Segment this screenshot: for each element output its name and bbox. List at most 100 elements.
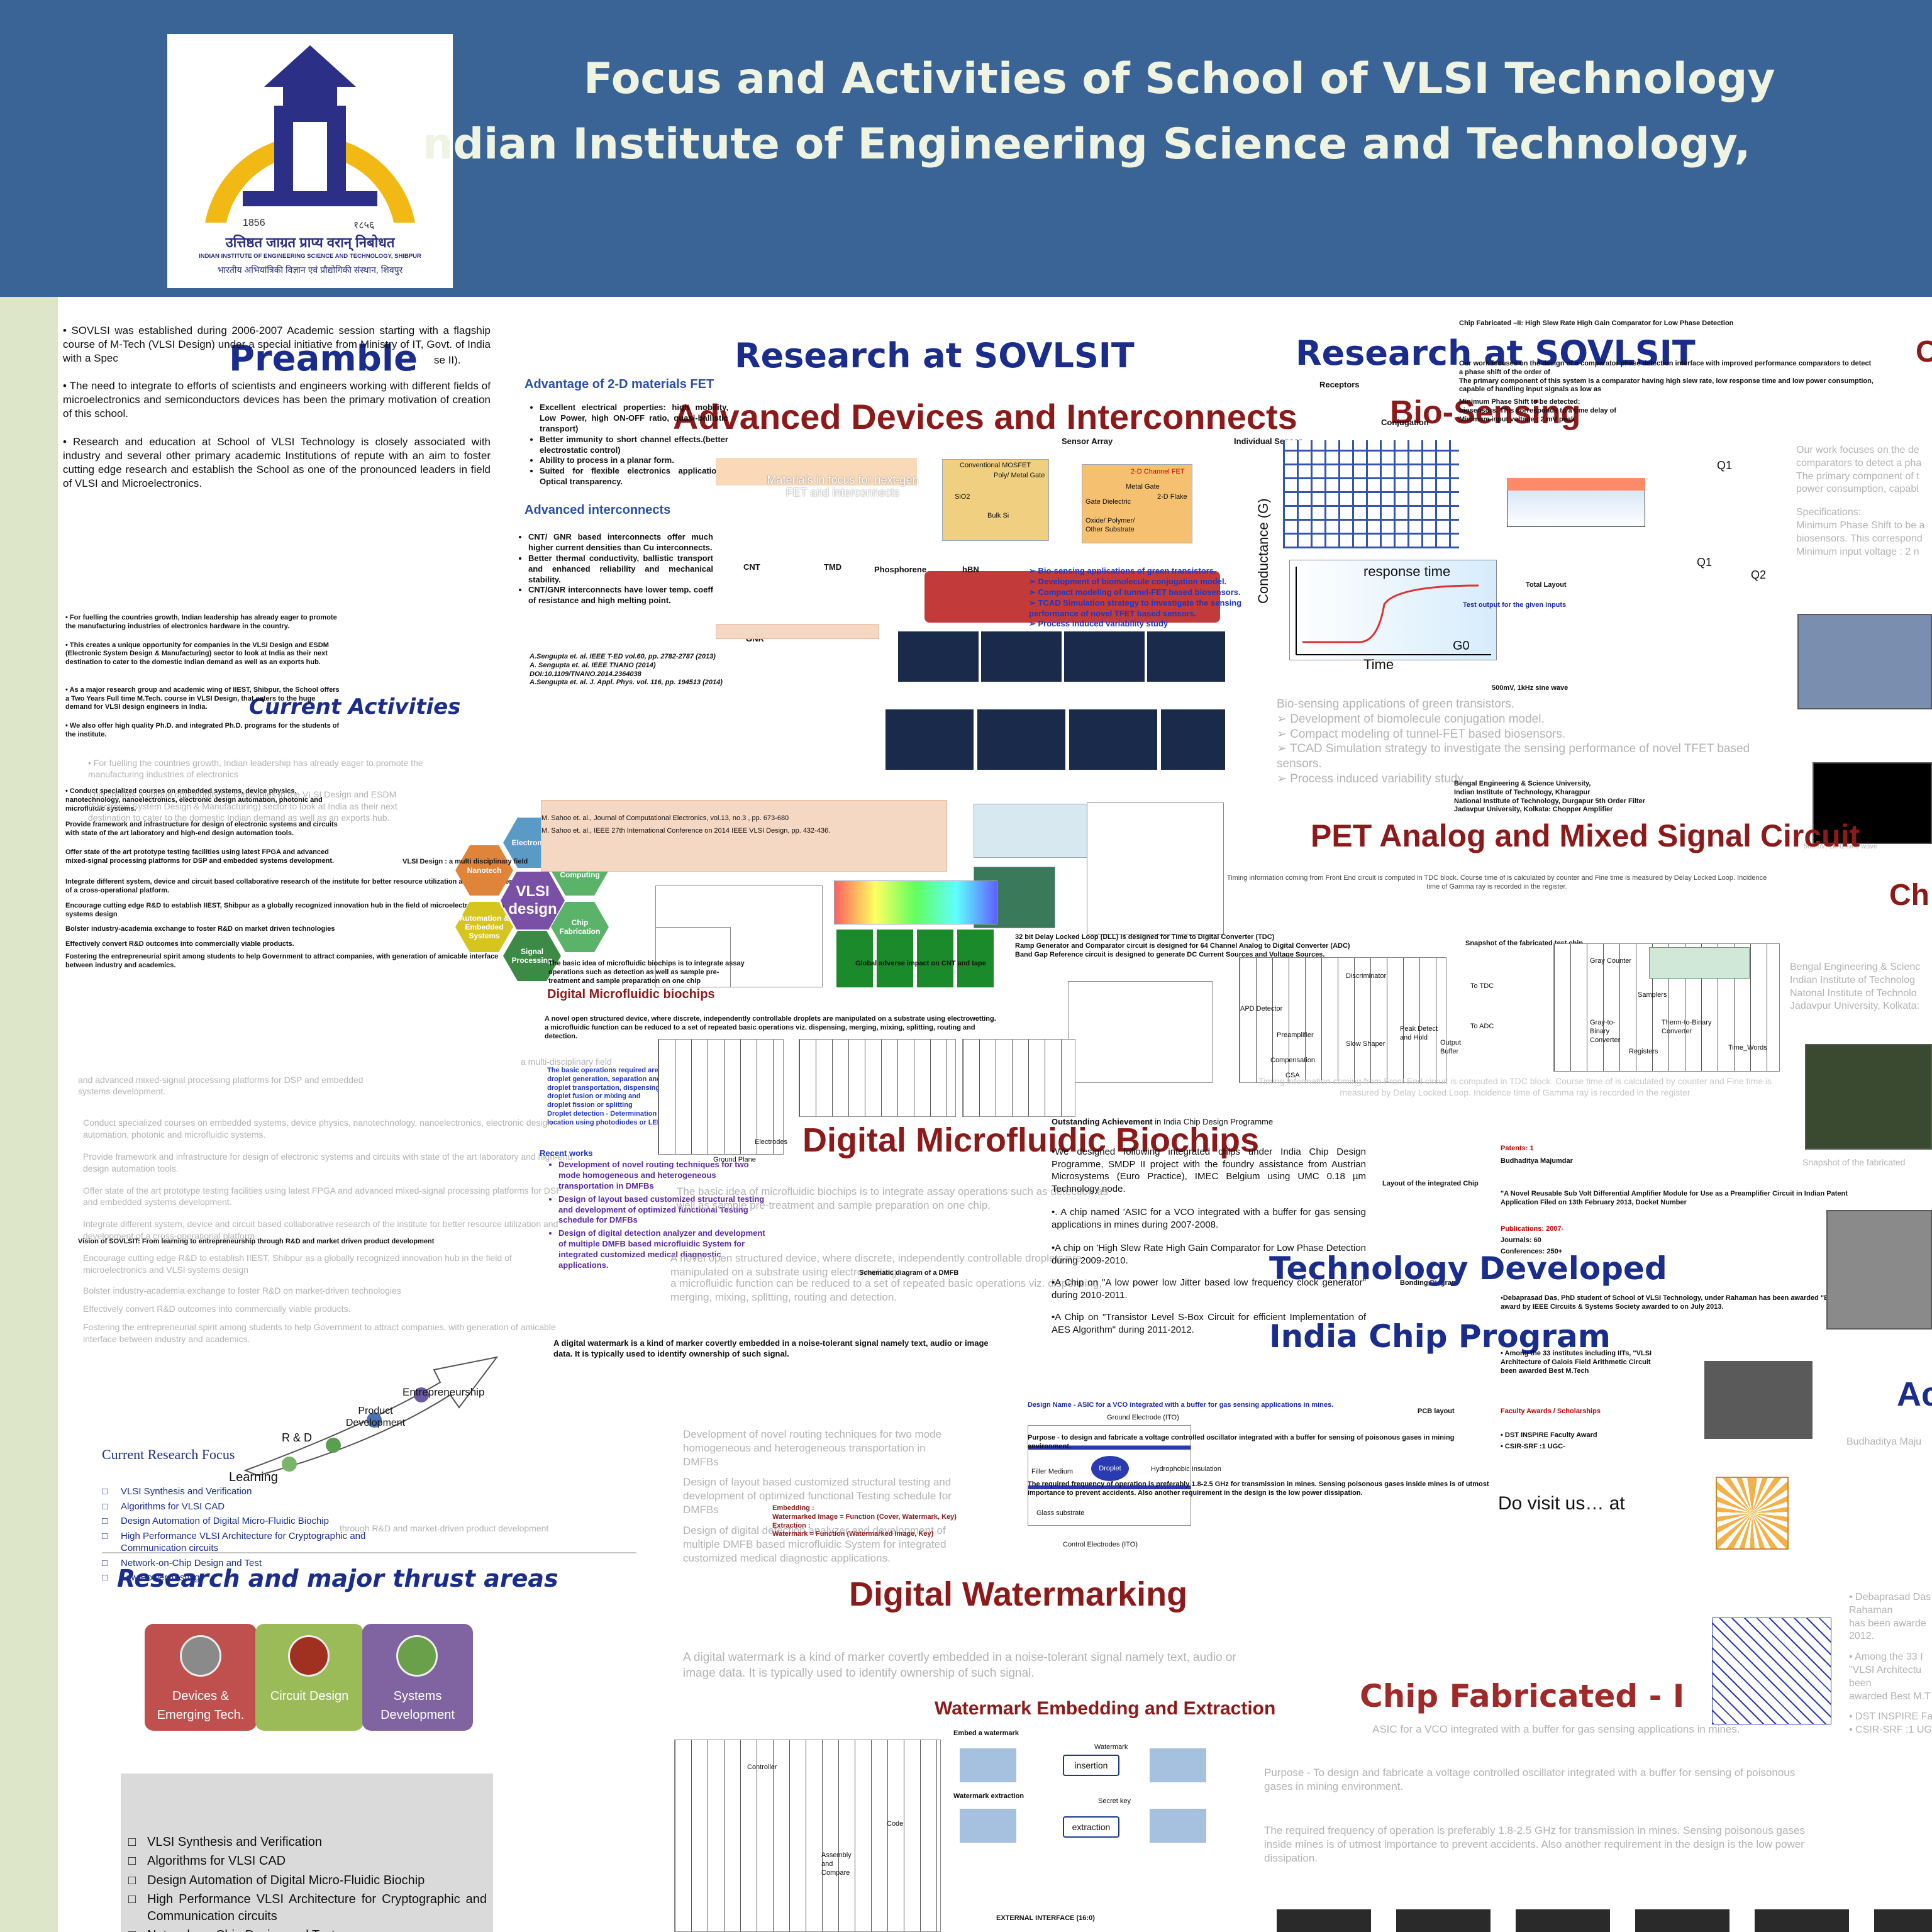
pet-chip-photo — [1805, 1044, 1932, 1150]
activity-item: • This creates a unique opportunity for … — [65, 641, 329, 667]
fet-label: Poly/ Metal Gate — [994, 472, 1045, 479]
fet-label: Bulk Si — [987, 512, 1009, 519]
material-hbn: hBN — [962, 565, 979, 574]
g0-label: G0 — [1453, 639, 1470, 653]
ghost-line: Bolster industry-academia exchange to fo… — [83, 1285, 401, 1296]
ghost-line: 2012. — [1849, 1631, 1875, 1642]
activity-item: • Conduct specialized courses on embedde… — [65, 787, 323, 813]
chip-i-frequency: The required frequency of operation is p… — [1264, 1824, 1805, 1865]
publications-title: Publications: 2007- — [1501, 1225, 1564, 1233]
dmfb-recent-item: Development of novel routing techniques … — [558, 1160, 772, 1192]
interconnects-list: CNT/ GNR based interconnects offer much … — [528, 532, 713, 606]
thrust-item: Algorithms for VLSI CAD — [128, 1853, 487, 1870]
material-tmd: TMD — [824, 562, 842, 572]
dmfb-basic-item: droplet transportation, dispensing and — [547, 1084, 674, 1092]
logo-year-left: 1856 — [243, 218, 265, 228]
materials-title: Materials in focus for next-gen FET and … — [767, 474, 919, 499]
transport-plot-2 — [655, 927, 731, 987]
fet-advantage: Suited for flexible electronics applicat… — [540, 466, 728, 487]
ghost-line: ➢ Development of biomolecule conjugation… — [1277, 712, 1545, 726]
right-edge-c: C — [1916, 335, 1932, 369]
ghost-line: • CSIR-SRF :1 UG — [1849, 1724, 1932, 1736]
electrode-label: Filler Medium — [1031, 1468, 1074, 1475]
ghost-line: The primary component of t — [1796, 470, 1919, 482]
growth-step-product: Product Development — [345, 1406, 406, 1429]
reference: DOI:10.1109/TNANO.2014.2364038 — [530, 670, 641, 678]
right-edge-ac: Ac — [1897, 1375, 1932, 1413]
activity-item: • For fuelling the countries growth, Ind… — [65, 614, 337, 630]
ghost-line: biosensors. This correspond — [1796, 533, 1923, 544]
institute-logo: 1856 १८५६ उत्तिष्ठत जाग्रत प्राप्य वरान्… — [167, 34, 453, 288]
dmfb-recent-item: Design of layout based customized struct… — [558, 1194, 772, 1226]
focus-item: Low Power Testing — [102, 1572, 429, 1584]
dmfb-basic-overlap: The basic idea of microfluidic biochips … — [548, 960, 745, 985]
function-line: Watermarked Image = Function (Cover, Wat… — [772, 1513, 957, 1521]
pet-line: 32 bit Delay Locked Loop (DLL) is design… — [1015, 933, 1275, 941]
right-edge-ghost: • Debaprasad Das Rahaman has been awarde… — [1849, 1591, 1932, 1737]
india-chip-heading: India Chip Program — [1269, 1318, 1611, 1355]
thrust-item: Design Automation of Digital Micro-Fluid… — [128, 1872, 487, 1889]
chip-ii-line: biosensors. This corresponds to a time d… — [1459, 406, 1617, 414]
pet-heading: PET Analog and Mixed Signal Circuit — [1311, 818, 1860, 853]
materials-red-bar — [924, 571, 1220, 623]
ghost-line: Offer state of the art prototype testing… — [83, 1185, 562, 1208]
growth-step-learning: Learning — [229, 1470, 278, 1484]
card-systems: Systems Development — [362, 1624, 473, 1731]
card-devices: Devices & Emerging Tech. — [145, 1624, 257, 1731]
pet-ghost-snapshot: Snapshot of the fabricated — [1802, 1157, 1906, 1167]
pet-block-label: To ADC — [1470, 1023, 1494, 1030]
chip-ii-ghost: Our work focuses on the de comparators t… — [1796, 444, 1932, 558]
bio-label-conjugation: Conjugation — [1381, 418, 1429, 427]
focus-item: Design Automation of Digital Micro-Fluid… — [102, 1515, 429, 1528]
dmfb-basic-item: droplet fission or splitting — [547, 1101, 633, 1109]
purpose-text: Purpose - to design and fabricate a volt… — [1028, 1434, 1455, 1450]
activity-item: Provide framework and infrastructure for… — [65, 821, 338, 837]
activities-ghost-d: Conduct specialized courses on embedded … — [83, 1117, 574, 1345]
circuit-image-icon — [288, 1635, 330, 1677]
india-chip-item: •A chip on 'High Slew Rate High Gain Com… — [1052, 1243, 1366, 1266]
pet-block-label: Output Buffer — [1440, 1039, 1462, 1055]
insertion-box: insertion — [1063, 1755, 1119, 1776]
focus-ghost-overlap: through R&D and market-driven product de… — [340, 1523, 549, 1533]
circuit-label: Controller — [747, 1763, 777, 1771]
ghost-line: Effectively convert R&D outcomes into co… — [83, 1303, 351, 1314]
bio-bullet: ➢ Process induced variability study — [1029, 619, 1169, 629]
ghost-line: ➢ Compact modeling of tunnel-FET based b… — [1277, 727, 1566, 741]
growth-step-rd: R & D — [282, 1431, 313, 1444]
fet-label: SiO2 — [955, 493, 970, 501]
ghost-line: awarded Best M.T — [1849, 1690, 1931, 1702]
bio-label-q2: Q2 — [1751, 569, 1767, 581]
focus-item: High Performance VLSI Architecture for C… — [102, 1530, 429, 1555]
ghost-line: Minimum input voltage : 2 n — [1796, 546, 1919, 557]
bio-bullet: ➢ Development of biomolecule conjugation… — [1029, 576, 1227, 586]
dmfb-basic-item: droplet generation, separation and — [547, 1075, 661, 1083]
card-label: Circuit Design — [270, 1689, 349, 1703]
card-label: Systems Development — [380, 1689, 455, 1722]
bio-bullet: ➢ TCAD Simulation strategy to investigat… — [1029, 597, 1242, 618]
research-focus-heading: Current Research Focus — [102, 1446, 235, 1462]
devices-image-icon — [180, 1635, 221, 1677]
journals-count: Journals: 60 — [1501, 1236, 1541, 1244]
ghost-line: Encourage cutting edge R&D to establish … — [83, 1253, 512, 1275]
research-focus-list: VLSI Synthesis and Verification Algorith… — [102, 1485, 429, 1587]
dmfb-layout-diagram — [799, 1039, 956, 1117]
achievement-line: Outstanding Achievement in India Chip De… — [1052, 1117, 1273, 1128]
time-axis-label: Time — [1363, 657, 1394, 672]
current-activities-heading: Current Activities — [249, 694, 461, 719]
focus-item: VLSI Synthesis and Verification — [102, 1485, 429, 1498]
dmfb-heading: Digital Microfluidic Biochips — [802, 1121, 1260, 1159]
reference: A.Sengupta et. al. J. Appl. Phys. vol. 1… — [530, 679, 723, 687]
hex-chip-fabrication: Chip Fabrication — [551, 902, 609, 952]
activity-item: Offer state of the art prototype testing… — [65, 848, 335, 865]
frequency-text: The required frequency of operation is p… — [1028, 1480, 1489, 1497]
bottom-chip-photos — [1277, 1909, 1932, 1932]
award-1: •Debaprasad Das, PhD student of School o… — [1501, 1294, 1877, 1311]
focus-item: Network-on-Chip Design and Test — [102, 1557, 429, 1570]
energy-plot — [1087, 802, 1224, 935]
reference: M. Sahoo et. al., IEEE 27th Internationa… — [541, 826, 831, 835]
response-curve-icon — [1296, 567, 1491, 655]
card-label: Devices & Emerging Tech. — [157, 1689, 245, 1722]
poster-title-line-2: ndian Institute of Engineering Science a… — [423, 119, 1751, 169]
multiphase-clock-block — [1649, 947, 1750, 979]
chip-ii-line: The primary component of this system is … — [1459, 377, 1874, 394]
